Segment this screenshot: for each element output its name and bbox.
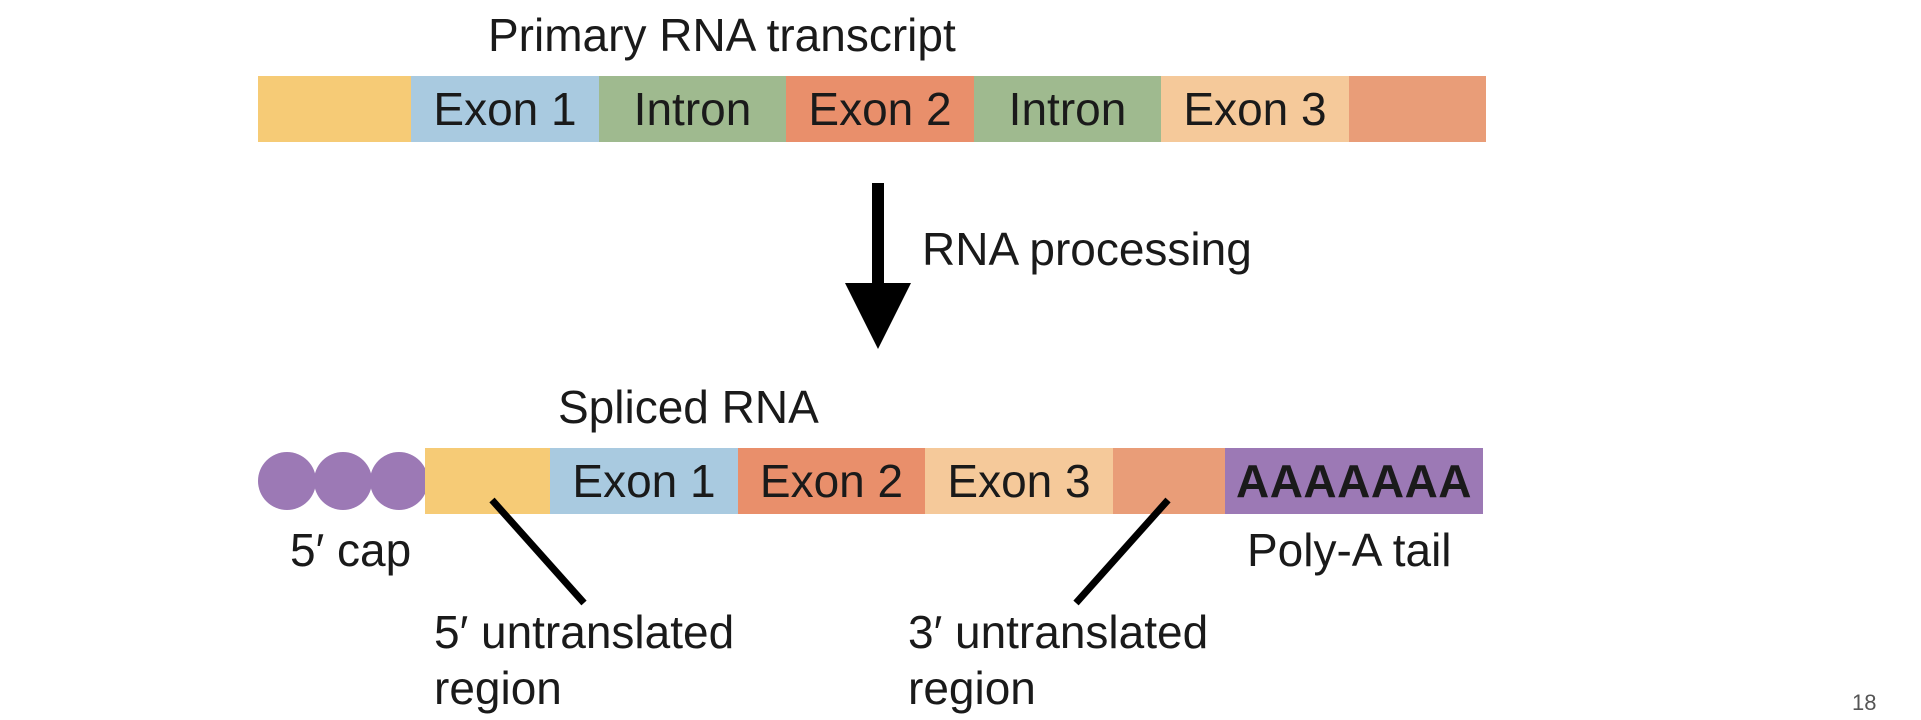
utr3-label-line1: 3′ untranslated	[908, 606, 1209, 658]
arrow-head	[845, 283, 911, 349]
utr5-label-line1: 5′ untranslated	[434, 606, 735, 658]
page-number: 18	[1852, 690, 1877, 715]
spliced-rna-strip: Exon 1 Exon 2 Exon 3 AAAAAAA	[425, 448, 1483, 514]
primary-intron1-segment: Intron	[599, 76, 786, 142]
primary-intron2-segment: Intron	[974, 76, 1161, 142]
cap-circle-2	[314, 452, 372, 510]
spliced-rna-title: Spliced RNA	[558, 381, 819, 433]
down-arrow-icon	[845, 183, 911, 349]
spliced-5utr-segment	[425, 448, 550, 514]
primary-exon2-segment: Exon 2	[786, 76, 974, 142]
spliced-exon1-segment: Exon 1	[550, 448, 738, 514]
spliced-exon2-segment: Exon 2	[738, 448, 925, 514]
primary-5utr-segment	[258, 76, 411, 142]
primary-exon3-segment: Exon 3	[1161, 76, 1349, 142]
utr3-label-line2: region	[908, 662, 1036, 714]
polya-tail-segment: AAAAAAA	[1225, 448, 1483, 514]
cap-circle-3	[370, 452, 428, 510]
polya-tail-label: Poly-A tail	[1247, 524, 1452, 576]
primary-exon1-segment: Exon 1	[411, 76, 599, 142]
primary-3utr-segment	[1349, 76, 1486, 142]
cap-label: 5′ cap	[290, 524, 412, 576]
primary-transcript-title: Primary RNA transcript	[488, 9, 956, 61]
utr5-label: 5′ untranslated region	[434, 604, 734, 716]
utr3-label: 3′ untranslated region	[908, 604, 1208, 716]
arrow-shaft	[872, 183, 884, 298]
utr3-pointer-line	[1073, 497, 1171, 606]
primary-transcript-strip: Exon 1 Intron Exon 2 Intron Exon 3	[258, 76, 1486, 142]
cap-circle-1	[258, 452, 316, 510]
spliced-exon3-segment: Exon 3	[925, 448, 1113, 514]
rna-processing-label: RNA processing	[922, 223, 1252, 275]
utr5-label-line2: region	[434, 662, 562, 714]
utr5-pointer-line	[489, 497, 587, 606]
